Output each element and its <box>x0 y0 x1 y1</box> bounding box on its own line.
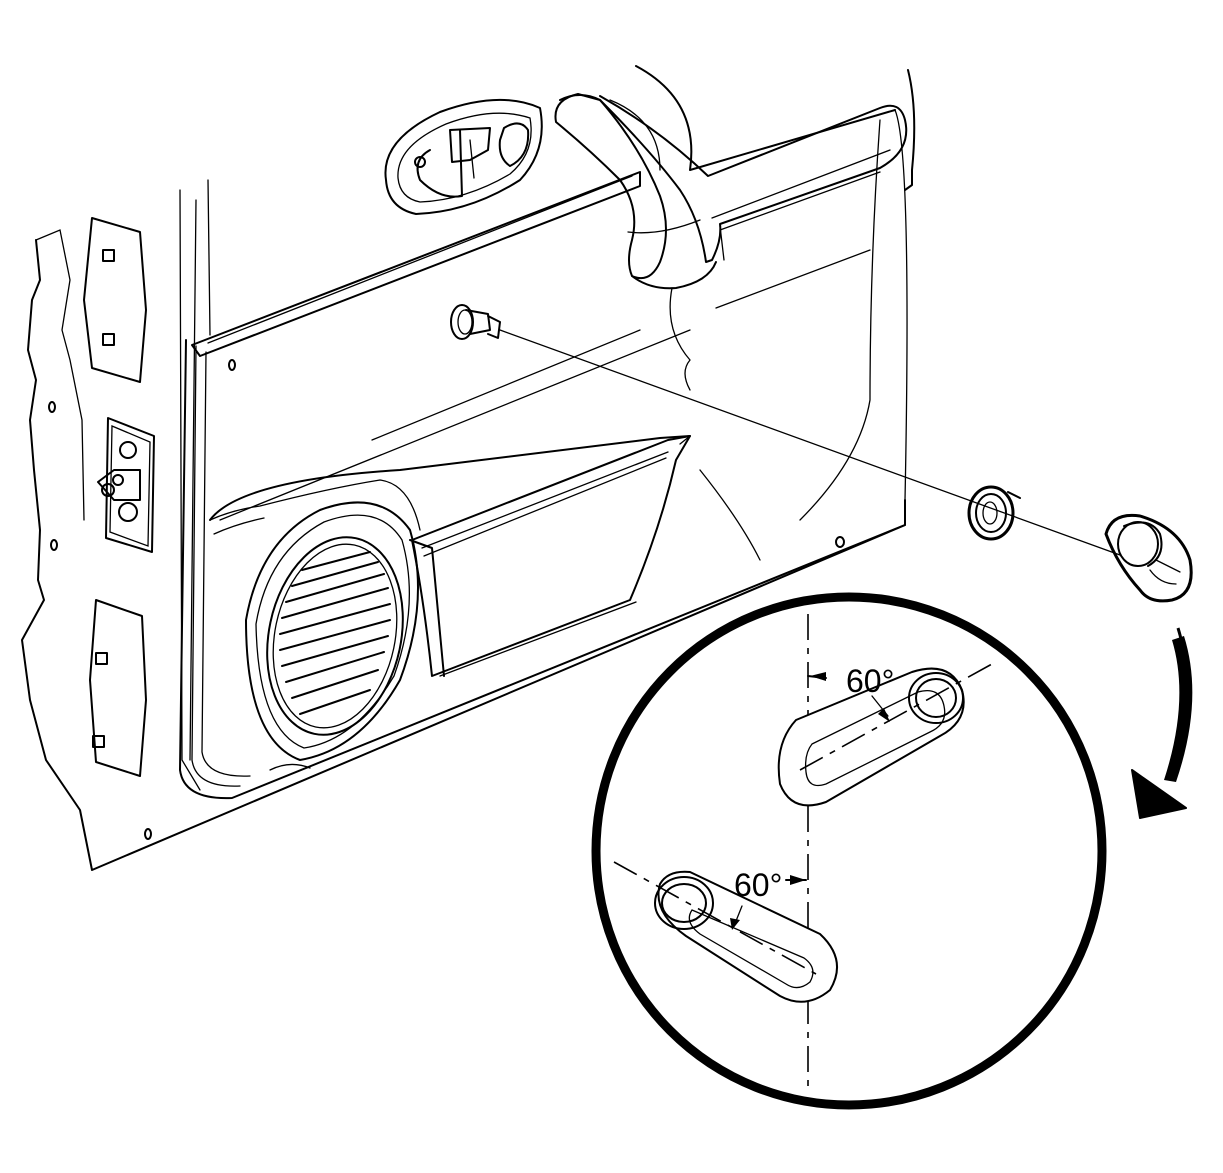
pull-handle <box>554 93 908 391</box>
speaker-grille <box>209 479 421 771</box>
lower-slot <box>613 861 838 1003</box>
detail-view: 60° 60° <box>591 592 1107 1110</box>
upper-angle-label: 60° <box>846 663 894 699</box>
push-pin-cap <box>1104 513 1193 603</box>
trim-panel <box>191 65 916 561</box>
grille-slots <box>279 551 391 715</box>
upper-slot <box>777 663 993 807</box>
map-pocket <box>409 435 691 677</box>
lower-angle-label: 60° <box>734 867 782 903</box>
retainer-stud <box>450 304 501 340</box>
alignment-line <box>499 329 1121 556</box>
door-handle-bezel <box>384 98 543 215</box>
grommet <box>967 485 1021 541</box>
door-panel <box>21 179 906 871</box>
rotation-arrow-icon <box>1131 627 1193 819</box>
